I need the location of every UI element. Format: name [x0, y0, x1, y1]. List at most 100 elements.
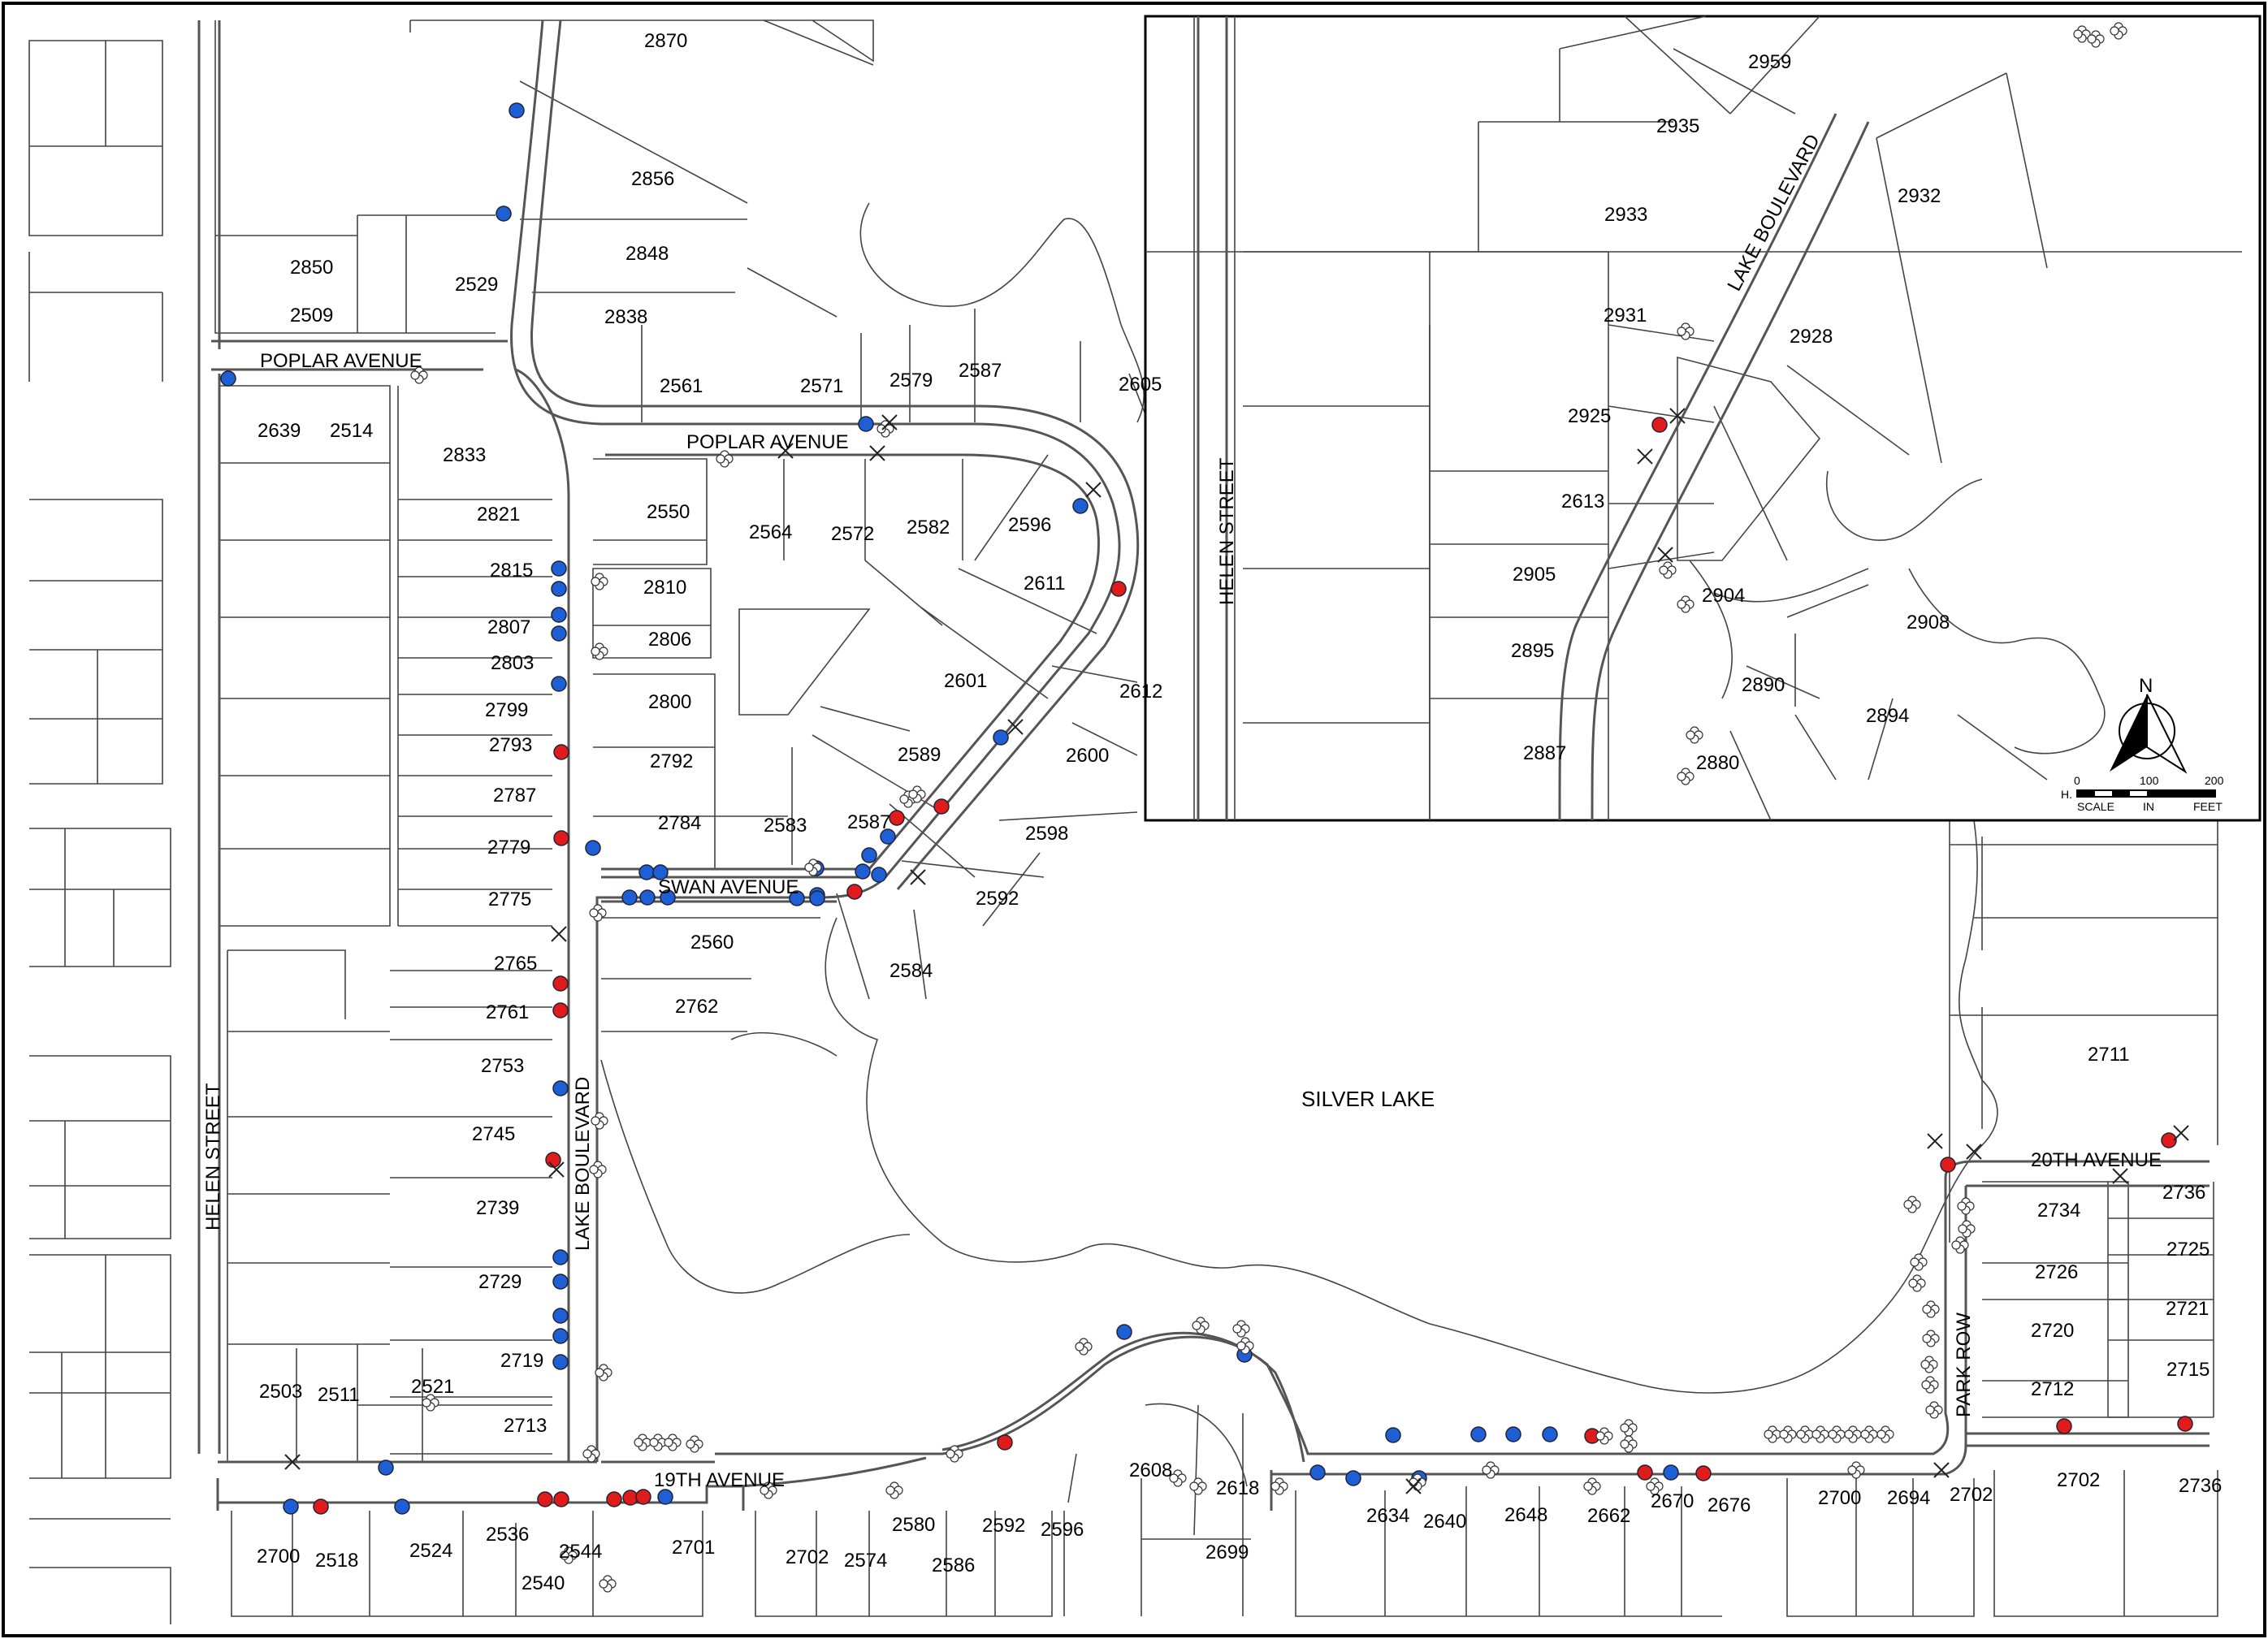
- lot-number-main-87: 2676: [1707, 1494, 1751, 1516]
- lot-number-main-42: 2592: [976, 888, 1019, 910]
- tree-marker-red-7: [933, 798, 950, 815]
- lot-number-main-41: 2775: [488, 889, 531, 910]
- lot-number-inset-13: 2894: [1866, 705, 1909, 727]
- lot-number-main-82: 2634: [1366, 1505, 1409, 1527]
- tree-outline-icon-30: [1844, 1425, 1862, 1443]
- tree-outline-icon-22: [804, 858, 822, 876]
- lot-number-inset-12: 2890: [1742, 674, 1785, 696]
- tree-outline-icon-25: [1764, 1425, 1781, 1443]
- street-label-lake-blvd: LAKE BOULEVARD: [572, 1077, 594, 1251]
- street-label-poplar-east: POPLAR AVENUE: [686, 431, 849, 453]
- lot-number-main-57: 2711: [2088, 1044, 2130, 1066]
- lot-number-main-47: 2762: [675, 996, 718, 1018]
- tree-marker-blue-31: [378, 1460, 394, 1476]
- north-label: N: [2139, 675, 2153, 697]
- lot-number-main-70: 2518: [315, 1550, 358, 1572]
- lot-number-main-27: 2799: [485, 699, 528, 721]
- tree-marker-blue-27: [552, 1274, 569, 1290]
- tree-marker-blue-19: [871, 867, 887, 883]
- lot-number-main-3: 2509: [290, 305, 333, 327]
- lot-number-main-12: 2639: [258, 420, 301, 442]
- stump-x-icon-3: [1085, 482, 1102, 498]
- lot-number-inset-10: 2908: [1907, 612, 1950, 634]
- lot-number-main-31: 2793: [489, 734, 532, 756]
- tree-outline-icon-27: [1796, 1425, 1814, 1443]
- tree-outline-icon-17: [1192, 1317, 1210, 1334]
- street-label-helen-inset: HELEN STREET: [1216, 457, 1238, 605]
- tree-marker-blue-3: [858, 416, 874, 432]
- tree-marker-blue-37: [1385, 1427, 1401, 1443]
- tree-marker-blue-10: [585, 840, 601, 856]
- lot-number-main-37: 2583: [764, 815, 807, 837]
- stump-x-icon-5: [910, 869, 926, 885]
- tree-outline-icon-23: [1620, 1419, 1638, 1437]
- tree-marker-red-13: [606, 1491, 622, 1507]
- lot-number-inset-6: 2925: [1568, 405, 1611, 427]
- tree-marker-blue-5: [551, 560, 567, 577]
- tree-outline-icon-54: [1847, 1461, 1865, 1479]
- tree-marker-red-19: [1940, 1157, 1956, 1173]
- scale-tick-0: 0: [2074, 774, 2080, 787]
- lot-number-main-56: 2713: [504, 1415, 547, 1437]
- tree-outline-icon-59: [560, 1546, 578, 1564]
- lot-number-main-50: 2739: [476, 1197, 519, 1219]
- lot-number-main-28: 2800: [648, 691, 691, 713]
- lot-number-main-16: 2564: [749, 521, 792, 543]
- street-label-19th: 19TH AVENUE: [654, 1469, 785, 1491]
- lot-number-main-76: 2702: [786, 1546, 829, 1568]
- inset-map: [1144, 15, 2262, 822]
- lot-number-main-15: 2550: [647, 501, 690, 523]
- scale-word-feet: FEET: [2193, 800, 2223, 813]
- lot-number-main-10: 2587: [959, 360, 1002, 382]
- lot-number-main-83: 2640: [1423, 1511, 1466, 1533]
- lot-number-main-59: 2736: [2162, 1182, 2205, 1204]
- stump-x-icon-15: [1669, 408, 1686, 424]
- tree-marker-red-6: [889, 810, 905, 826]
- tree-marker-blue-23: [789, 890, 805, 906]
- lot-number-main-20: 2821: [477, 504, 520, 525]
- tree-marker-blue-41: [1309, 1464, 1326, 1481]
- lot-number-main-69: 2700: [257, 1546, 300, 1568]
- tree-outline-icon-26: [1779, 1425, 1797, 1443]
- lot-number-inset-8: 2905: [1513, 564, 1556, 586]
- street-label-park-row: PARK ROW: [1953, 1312, 1975, 1417]
- tree-outline-icon-40: [1925, 1401, 1943, 1419]
- tree-marker-blue-33: [394, 1498, 410, 1515]
- stump-x-icon-16: [1637, 448, 1653, 465]
- tree-marker-blue-7: [551, 607, 567, 623]
- stump-x-icon-17: [1657, 547, 1673, 563]
- tree-outline-icon-6: [591, 1112, 608, 1130]
- parcel-lines: [28, 19, 2218, 1624]
- tree-outline-icon-57: [422, 1394, 439, 1412]
- tree-marker-blue-20: [621, 889, 638, 906]
- tree-markers: [220, 22, 2193, 1593]
- tree-marker-red-14: [622, 1490, 638, 1506]
- tree-outline-icon-60: [599, 1575, 617, 1593]
- lot-number-main-5: 2848: [625, 243, 669, 265]
- lot-number-main-22: 2810: [643, 577, 686, 599]
- tree-outline-icon-18: [1232, 1320, 1250, 1338]
- lot-number-main-86: 2670: [1651, 1490, 1694, 1512]
- lot-number-main-46: 2761: [486, 1001, 529, 1023]
- tree-outline-icon-56: [1189, 1477, 1207, 1495]
- lake-label: SILVER LAKE: [1301, 1087, 1435, 1111]
- tree-outline-icon-43: [1951, 1236, 1969, 1254]
- tree-outline-icon-35: [1908, 1274, 1926, 1292]
- tree-marker-blue-30: [552, 1354, 569, 1370]
- tree-marker-red-17: [1695, 1465, 1712, 1481]
- lot-number-inset-0: 2959: [1748, 51, 1791, 73]
- tree-marker-red-12: [553, 1491, 569, 1507]
- scale-tick-200: 200: [2205, 774, 2224, 787]
- lot-number-main-81: 2596: [1041, 1519, 1084, 1541]
- lot-number-main-90: 2702: [1950, 1484, 1993, 1506]
- tree-outline-icon-12: [686, 1435, 703, 1453]
- tree-outline-icon-11: [664, 1434, 682, 1451]
- lot-number-main-38: 2587: [847, 811, 890, 833]
- tree-marker-blue-26: [552, 1249, 569, 1265]
- tree-marker-blue-14: [855, 863, 871, 880]
- tree-marker-blue-39: [1505, 1426, 1521, 1442]
- tree-marker-blue-21: [639, 889, 656, 906]
- lot-number-main-44: 2584: [889, 960, 933, 982]
- lot-number-main-33: 2589: [898, 744, 941, 766]
